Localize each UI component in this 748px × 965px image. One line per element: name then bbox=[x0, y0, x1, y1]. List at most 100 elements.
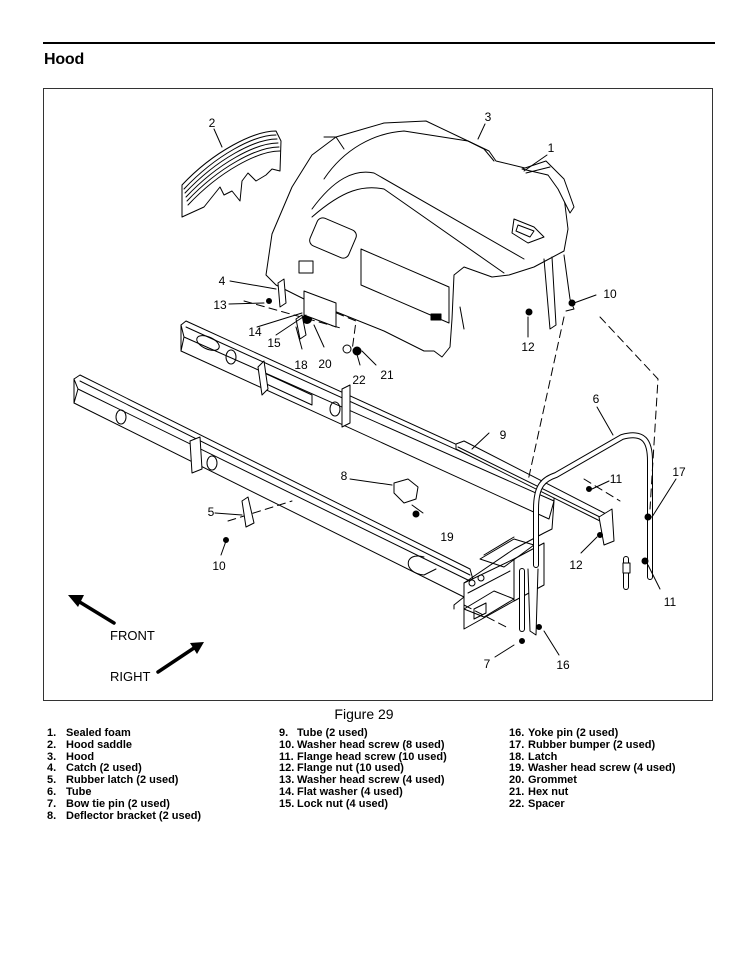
callout-15: 15 bbox=[267, 336, 281, 350]
hood-saddle-part bbox=[181, 130, 282, 218]
legend-item: 7. Bow tie pin (2 used) bbox=[47, 797, 201, 811]
legend-item: 20.Grommet bbox=[509, 774, 676, 787]
callout-7: 7 bbox=[483, 657, 491, 671]
legend-item-number: 10. bbox=[279, 738, 295, 751]
parts-legend-column-3: 16.Yoke pin (2 used) 17.Rubber bumper (2… bbox=[509, 727, 676, 811]
legend-item-text: Deflector bracket (2 used) bbox=[66, 809, 202, 822]
legend-item-text: Grommet bbox=[528, 774, 577, 787]
legend-item-number: 6. bbox=[47, 785, 57, 798]
legend-item: 14.Flat washer (4 used) bbox=[279, 785, 447, 799]
legend-item-text: Lock nut (4 used) bbox=[297, 797, 389, 810]
legend-item-text: Washer head screw (4 used) bbox=[297, 774, 445, 787]
callout-2: 2 bbox=[208, 116, 216, 130]
legend-item-number: 1. bbox=[47, 727, 57, 739]
legend-item: 15.Lock nut (4 used) bbox=[279, 797, 447, 811]
legend-item: 21.Hex nut bbox=[509, 785, 676, 799]
legend-item: 9. Tube (2 used) bbox=[279, 727, 447, 740]
callout-4: 4 bbox=[218, 274, 226, 288]
legend-item-number: 3. bbox=[47, 750, 57, 763]
legend-item: 3. Hood bbox=[47, 750, 201, 764]
parts-legend-column-1: 1.Sealed foam 2.Hood saddle 3.Hood 4.Cat… bbox=[47, 727, 202, 823]
legend-item-text: Hood bbox=[66, 750, 95, 763]
legend-item: 13.Washer head screw (4 used) bbox=[279, 774, 447, 787]
callout-11-lower: 11 bbox=[663, 595, 677, 609]
callout-9: 9 bbox=[499, 428, 507, 442]
callout-18: 18 bbox=[294, 358, 308, 372]
legend-item-number: 22. bbox=[509, 797, 525, 810]
legend-item: 17.Rubber bumper (2 used) bbox=[509, 738, 676, 752]
legend-item-number: 8. bbox=[47, 809, 57, 822]
legend-item: 22.Spacer bbox=[509, 797, 676, 811]
legend-item: 19.Washer head screw (4 used) bbox=[509, 763, 676, 775]
legend-item: 18.Latch bbox=[509, 750, 676, 764]
callout-6: 6 bbox=[592, 392, 600, 406]
legend-item-text: Rubber latch (2 used) bbox=[66, 774, 179, 787]
callout-8: 8 bbox=[340, 469, 348, 483]
front-arrow-icon bbox=[68, 595, 116, 625]
leader-lines bbox=[213, 123, 677, 658]
legend-item-number: 18. bbox=[509, 750, 525, 763]
callout-14: 14 bbox=[248, 325, 262, 339]
legend-item: 4. Catch (2 used) bbox=[47, 763, 201, 775]
right-direction-label: RIGHT bbox=[110, 669, 151, 684]
callout-17: 17 bbox=[672, 465, 686, 479]
legend-item-text: Bow tie pin (2 used) bbox=[66, 797, 170, 810]
right-arrow-icon bbox=[156, 642, 204, 674]
callout-16: 16 bbox=[556, 658, 570, 672]
callout-3: 3 bbox=[484, 110, 492, 124]
legend-item-number: 4. bbox=[47, 762, 57, 775]
section-rule bbox=[43, 42, 715, 44]
direction-arrows bbox=[68, 595, 204, 674]
legend-item: 1. Sealed foam bbox=[47, 727, 201, 740]
callout-12-rear: 12 bbox=[521, 340, 535, 354]
legend-item-number: 12. bbox=[279, 762, 295, 775]
legend-item-number: 19. bbox=[509, 762, 525, 775]
callout-11-upper: 11 bbox=[609, 472, 623, 486]
exploded-parts-diagram bbox=[68, 120, 677, 674]
legend-item-number: 14. bbox=[279, 785, 295, 798]
legend-item-text: Catch (2 used) bbox=[66, 762, 142, 775]
sealed-foam-part bbox=[521, 160, 575, 214]
legend-item-number: 21. bbox=[509, 785, 525, 798]
callout-21: 21 bbox=[380, 368, 394, 382]
figure-caption: Figure 29 bbox=[0, 706, 748, 722]
catch-and-latch-parts bbox=[241, 278, 419, 528]
front-direction-label: FRONT bbox=[110, 628, 155, 643]
legend-item-text: Rubber bumper (2 used) bbox=[528, 738, 656, 751]
legend-item-text: Flat washer (4 used) bbox=[297, 785, 403, 798]
legend-item: 11.Flange head screw (10 used) bbox=[279, 750, 447, 764]
legend-item: 12.Flange nut (10 used) bbox=[279, 763, 447, 775]
legend-item-number: 9. bbox=[279, 727, 289, 739]
callout-22: 22 bbox=[352, 373, 366, 387]
legend-item-number: 11. bbox=[279, 750, 294, 763]
legend-item-number: 15. bbox=[279, 797, 295, 810]
legend-item-text: Flange head screw (10 used) bbox=[297, 750, 447, 763]
legend-item-number: 2. bbox=[47, 738, 57, 751]
legend-item: 10.Washer head screw (8 used) bbox=[279, 738, 447, 752]
legend-item: 6.Tube bbox=[47, 785, 201, 799]
legend-item-text: Flange nut (10 used) bbox=[297, 762, 404, 775]
callout-20: 20 bbox=[318, 357, 332, 371]
legend-item-text: Tube (2 used) bbox=[297, 727, 368, 739]
callout-10-rear: 10 bbox=[603, 287, 617, 301]
legend-item: 16.Yoke pin (2 used) bbox=[509, 727, 676, 740]
section-title: Hood bbox=[44, 51, 85, 68]
legend-item-text: Sealed foam bbox=[66, 727, 131, 739]
legend-item-text: Hex nut bbox=[528, 785, 569, 798]
legend-item-number: 17. bbox=[509, 738, 525, 751]
callout-1: 1 bbox=[547, 141, 555, 155]
legend-item-text: Washer head screw (4 used) bbox=[528, 762, 676, 775]
legend-item: 8. Deflector bracket (2 used) bbox=[47, 809, 202, 823]
callout-19: 19 bbox=[440, 530, 454, 544]
callout-13: 13 bbox=[213, 298, 227, 312]
legend-item-number: 16. bbox=[509, 727, 525, 739]
legend-item-number: 5. bbox=[47, 774, 57, 787]
legend-item-text: Spacer bbox=[528, 797, 565, 810]
figure-caption-text: Figure 29 bbox=[334, 706, 394, 722]
legend-item-number: 20. bbox=[509, 774, 525, 787]
legend-item-number: 7. bbox=[47, 797, 57, 810]
legend-item-number: 13. bbox=[279, 774, 295, 787]
legend-item-text: Latch bbox=[528, 750, 558, 763]
figure-frame: 1 2 3 4 5 6 7 8 9 10 10 11 11 12 12 13 1… bbox=[43, 88, 713, 701]
u-tube-part bbox=[519, 432, 653, 636]
